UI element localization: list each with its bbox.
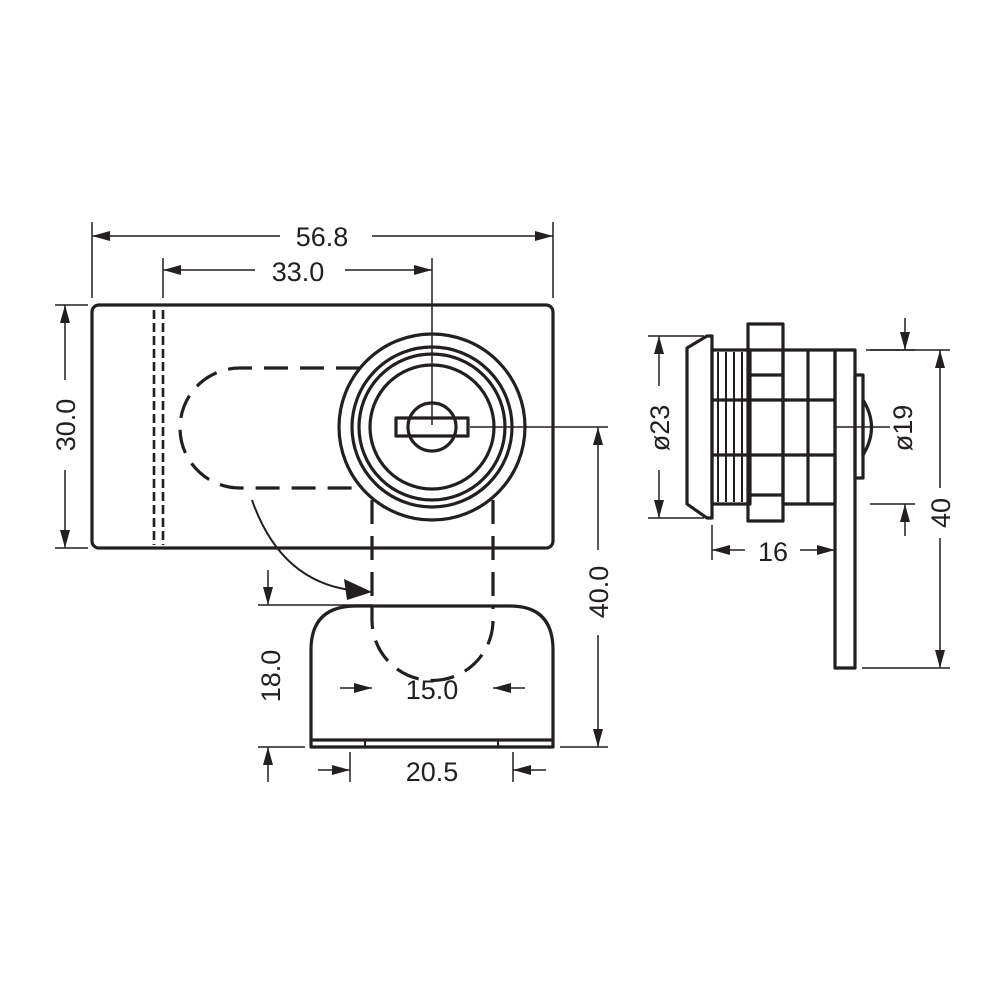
side-view [685, 322, 890, 670]
dim-thread-diameter: ø19 [888, 405, 918, 452]
rotation-arrowhead [344, 579, 372, 600]
side-view-dimensions: ø23 ø19 16 40 [645, 318, 956, 669]
hidden-cam-rotated [178, 366, 360, 490]
hidden-slot-end [370, 605, 495, 683]
dim-cam-travel: 40.0 [584, 566, 614, 619]
dim-cam-length: 40 [926, 498, 956, 528]
face-flange [685, 334, 714, 520]
cam-plate [833, 348, 857, 670]
rotation-arrow [251, 499, 351, 591]
dim-overall-width: 56.8 [296, 222, 349, 252]
front-view-dimensions: 56.8 33.0 30.0 40.0 18.0 [51, 222, 614, 787]
cam-outline [309, 604, 555, 749]
dim-body-height: 30.0 [51, 399, 81, 452]
retaining-screw [861, 398, 874, 457]
front-view [90, 303, 555, 749]
dim-key-offset: 33.0 [272, 257, 325, 287]
dim-cam-depth: 18.0 [256, 650, 286, 703]
dim-face-diameter: ø23 [645, 405, 675, 452]
dim-cam-width: 20.5 [406, 757, 459, 787]
dim-slot-width: 15.0 [406, 675, 459, 705]
hex-nut [746, 322, 785, 523]
threaded-body [710, 348, 752, 506]
dim-body-length: 16 [758, 537, 788, 567]
